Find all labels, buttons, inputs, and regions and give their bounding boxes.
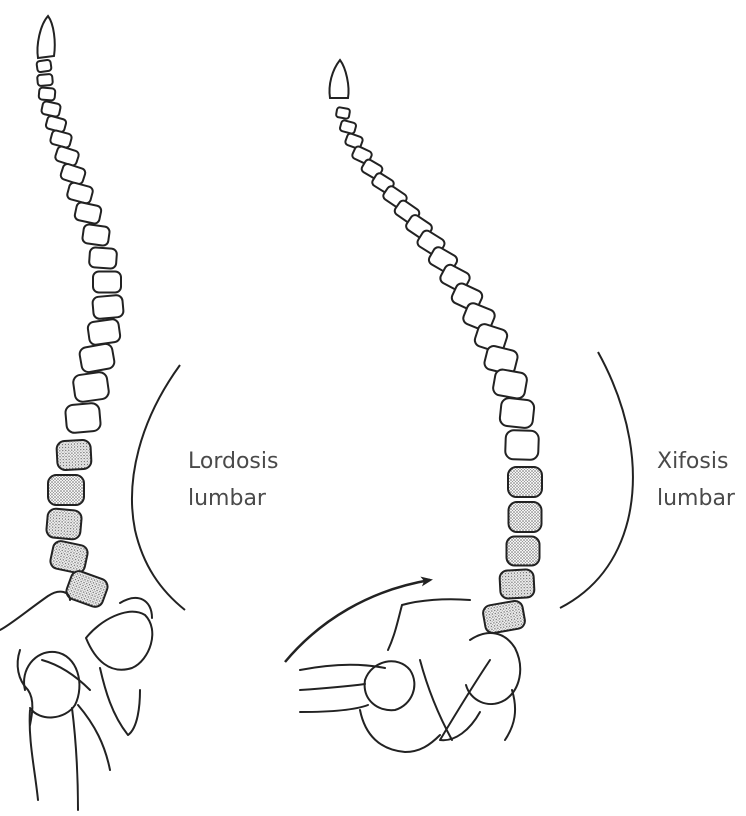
left-vertebra [36, 60, 51, 73]
right-label-line2: lumbar [657, 486, 736, 511]
left-ilium-wing [42, 660, 90, 690]
right-vertebrae-column [336, 107, 542, 634]
left-label-line2: lumbar [188, 486, 267, 511]
left-vertebra [37, 74, 53, 86]
right-vertebra [499, 397, 535, 428]
right-lumbar-vertebra [508, 467, 542, 497]
right-label-line1: Xifosis [657, 449, 728, 474]
left-sacrum [86, 612, 152, 670]
left-coccyx [100, 668, 140, 735]
left-iliac-blade [0, 592, 70, 630]
right-lumbar-vertebra [507, 537, 540, 566]
right-ilium-wing [388, 605, 402, 650]
right-vertebra [336, 107, 351, 119]
left-vertebra [39, 87, 56, 100]
left-vertebra [66, 182, 94, 205]
right-iliac-crest [402, 599, 470, 605]
right-ischium [360, 710, 440, 752]
pelvic-rotation-arrow [285, 580, 430, 662]
left-spine-top-tip [37, 16, 54, 58]
left-spine-lordosis [36, 16, 124, 609]
left-lumbar-vertebra [46, 508, 82, 540]
left-pelvis [0, 592, 152, 810]
left-vertebra [93, 272, 121, 293]
left-vertebrae-column [36, 60, 124, 610]
left-vertebra [60, 163, 87, 185]
left-vertebra [89, 247, 117, 269]
left-sacrum-inner [120, 598, 152, 618]
left-vertebra [87, 318, 121, 345]
right-vertebra [505, 430, 539, 460]
left-lumbar-vertebra [64, 569, 110, 609]
left-vertebra [50, 130, 73, 149]
left-curvature-bracket [132, 365, 185, 610]
right-lumbar-vertebra [509, 502, 542, 532]
right-vertebra [492, 368, 528, 399]
left-label-line1: Lordosis [188, 449, 278, 474]
left-lumbar-vertebra [49, 540, 89, 575]
right-lumbar-vertebra [499, 569, 534, 599]
left-vertebra [82, 224, 110, 246]
right-vertebra [339, 120, 356, 135]
left-femur-shaft [30, 708, 78, 810]
left-lumbar-vertebra [56, 440, 91, 471]
left-vertebra [65, 403, 101, 434]
right-lumbar-vertebra [482, 600, 526, 635]
right-coccyx [440, 660, 490, 740]
left-vertebra [79, 343, 116, 373]
right-spine-top-tip [329, 60, 348, 98]
right-curvature-bracket [560, 352, 633, 608]
right-spine-kyphosis [329, 60, 542, 634]
right-hip-joint [365, 661, 415, 710]
left-vertebra [41, 101, 61, 117]
left-ischium [78, 705, 110, 770]
left-vertebra [72, 371, 109, 402]
left-vertebra [74, 202, 102, 225]
left-lumbar-vertebra [48, 475, 84, 505]
right-sacrum-tail [505, 690, 515, 740]
right-femur [300, 684, 368, 712]
left-vertebra [92, 295, 124, 320]
